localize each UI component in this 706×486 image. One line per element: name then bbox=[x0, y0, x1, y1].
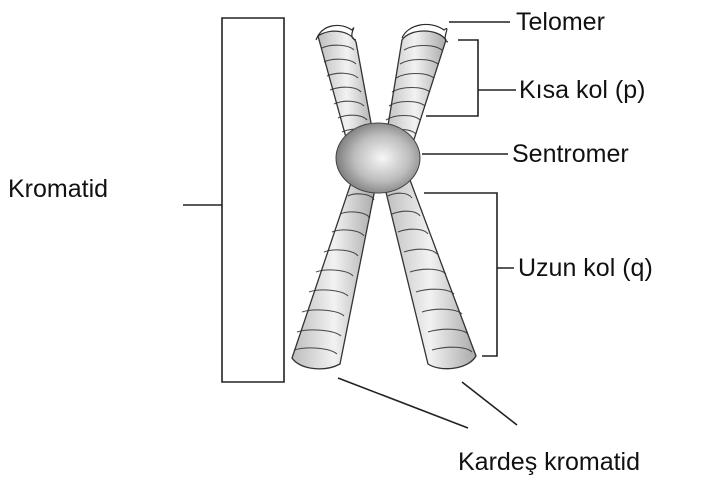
label-telomer: Telomer bbox=[516, 8, 605, 36]
lower-arm-right bbox=[384, 180, 476, 369]
lower-arm-left bbox=[292, 180, 376, 369]
sister-chromatid-pointer-left bbox=[338, 378, 468, 428]
label-short-arm: Kısa kol (p) bbox=[519, 76, 645, 104]
label-chromatid: Kromatid bbox=[8, 175, 108, 203]
chromatid-right bbox=[384, 24, 476, 368]
centromere bbox=[336, 123, 420, 193]
label-long-arm: Uzun kol (q) bbox=[518, 254, 653, 282]
chromatid-left bbox=[292, 25, 376, 368]
chromatid-bracket bbox=[222, 18, 284, 382]
label-centromere: Sentromer bbox=[512, 140, 629, 168]
sister-chromatid-pointer-right bbox=[462, 382, 517, 425]
label-sister-chromatid: Kardeş kromatid bbox=[458, 448, 640, 476]
